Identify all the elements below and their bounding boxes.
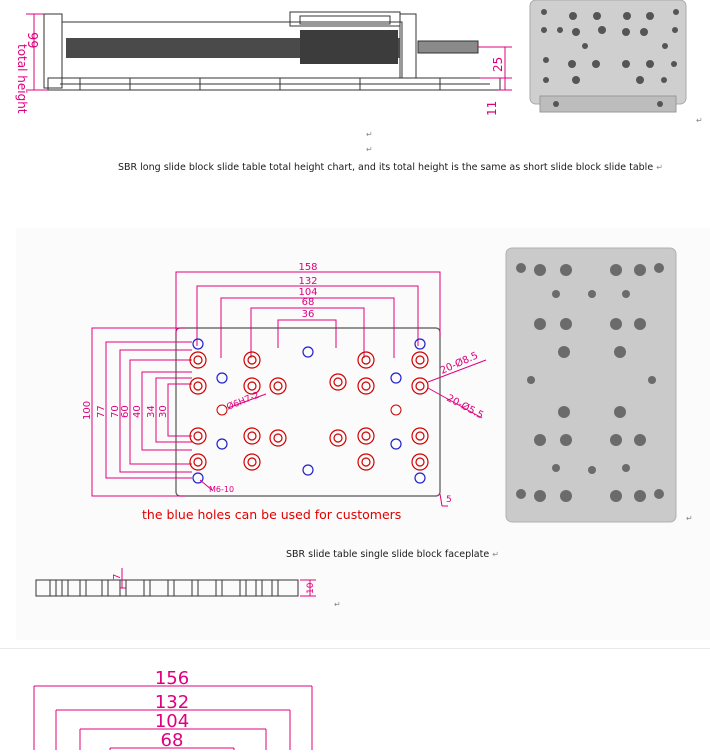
caption-height-chart: SBR long slide block slide table total h…: [118, 162, 663, 173]
tapped-holes: [216, 404, 402, 416]
height-chart-drawing: 99 total height 25 11: [15, 0, 687, 116]
height-60: 60: [120, 405, 131, 418]
height-40: 40: [132, 405, 143, 418]
width-104: 104: [298, 287, 317, 298]
height-30: 30: [158, 405, 169, 418]
return-mark: ↵: [492, 550, 499, 559]
return-mark: ↵: [334, 600, 341, 609]
return-mark: ↵: [696, 116, 703, 125]
faceplate-section: 158 132 104 68 36 100 77 70 60 40 34 30: [16, 228, 710, 640]
rod-end: [417, 40, 479, 54]
top-section: 99 total height 25 11 ↵: [0, 0, 710, 135]
height-dimensions: [91, 327, 192, 497]
photo-holes: [541, 9, 679, 107]
caption-text: SBR slide table single slide block facep…: [286, 549, 490, 560]
bottom-width-104: 104: [155, 711, 189, 732]
hole-large-callout: 20-Ø5.5: [445, 392, 486, 421]
width-68: 68: [302, 297, 315, 308]
slide-table-photo: [529, 0, 687, 105]
width-labels: 158 132 104 68 36: [298, 262, 317, 320]
callout-leaders: [199, 359, 487, 507]
height-labels: 100 77 70 60 40 34 30: [82, 401, 169, 420]
height-70: 70: [110, 405, 121, 418]
dim-11: 11: [485, 101, 499, 116]
faceplate-outline: [175, 327, 441, 497]
bottom-section: 156 132 104 68: [0, 656, 710, 751]
return-mark: ↵: [366, 145, 373, 154]
caption-text: SBR long slide block slide table total h…: [118, 162, 654, 173]
total-height-dimension: [26, 13, 48, 91]
thickness-label: 7: [112, 574, 123, 580]
return-mark: ↵: [656, 163, 663, 172]
side-height-label: 10: [306, 582, 316, 594]
tap-callout: M6-10: [209, 485, 234, 494]
bottom-width-132: 132: [155, 692, 189, 713]
bottom-width-dimensions: [33, 685, 313, 750]
width-132: 132: [298, 276, 317, 287]
return-mark: ↵: [366, 130, 373, 139]
height-77: 77: [96, 405, 107, 418]
width-36: 36: [302, 309, 315, 320]
thread-callout: Ø6H7-2: [225, 390, 261, 413]
total-height-label: total height: [15, 44, 29, 114]
section-divider: [0, 648, 710, 649]
faceplate-photo: [505, 247, 677, 523]
bottom-width-labels: 156 132 104 68: [155, 668, 189, 751]
faceplate-side-view: [35, 579, 299, 597]
width-158: 158: [298, 262, 317, 273]
red-holes: [189, 351, 429, 471]
hole-small-callout: 20-Ø8.5: [438, 349, 480, 376]
slide-assembly-outline: [43, 11, 501, 91]
dim-25: 25: [491, 57, 505, 72]
bottom-dimension-drawing: 156 132 104 68: [33, 668, 313, 751]
blue-holes: [192, 338, 426, 484]
return-mark: ↵: [686, 514, 693, 523]
height-label: 99: [24, 32, 39, 49]
faceplate-drawing: 158 132 104 68 36 100 77 70 60 40 34 30: [35, 247, 677, 597]
corner-callout: 5: [446, 495, 452, 505]
customer-holes-note: the blue holes can be used for customers: [142, 507, 401, 522]
right-dimensions: [478, 46, 512, 91]
faceplate-photo-holes: [516, 263, 664, 502]
side-view-dimensions: [120, 568, 316, 597]
slide-block: [300, 30, 398, 64]
caption-faceplate: SBR slide table single slide block facep…: [286, 549, 499, 560]
slide-table-photo-base: [539, 95, 677, 113]
width-dimensions: [175, 271, 441, 358]
bottom-width-68: 68: [161, 730, 184, 750]
height-34: 34: [146, 405, 157, 418]
bottom-width-156: 156: [155, 668, 189, 689]
height-100: 100: [82, 401, 93, 420]
